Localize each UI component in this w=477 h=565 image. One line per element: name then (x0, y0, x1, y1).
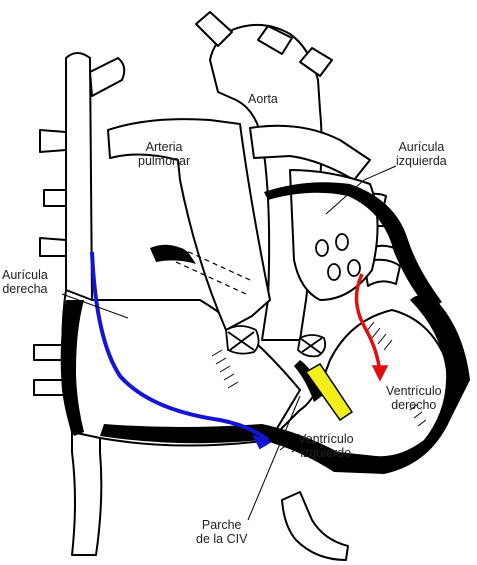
label-left-atrium: Aurícula izquierda (396, 140, 447, 168)
superior-vena-cava (66, 53, 92, 300)
bottom-vessel (282, 492, 348, 560)
ostium-1 (316, 240, 328, 256)
label-right-atrium: Aurícula derecha (2, 268, 48, 296)
pulmonary-vein-2 (44, 190, 66, 206)
label-left-ventricle: Ventrículo izquierdo (298, 432, 354, 460)
pulmonary-vein-1 (40, 130, 66, 152)
ostium-4 (348, 260, 360, 276)
pulmonary-vein-4 (34, 345, 64, 360)
pulmonary-vein-5 (34, 380, 64, 395)
inferior-vena-cava (72, 430, 101, 555)
label-vsd-patch: Parche de la CIV (196, 518, 247, 546)
label-pulmonary-artery: Arteria pulmonar (138, 140, 190, 168)
label-aorta: Aorta (248, 92, 278, 106)
lower-left-wall (150, 245, 196, 264)
ostium-3 (328, 264, 340, 280)
label-right-ventricle: Ventrículo derecho (386, 384, 442, 412)
pulmonary-vein-3 (40, 238, 66, 256)
svc-branch (90, 58, 124, 96)
ostium-2 (336, 234, 348, 250)
